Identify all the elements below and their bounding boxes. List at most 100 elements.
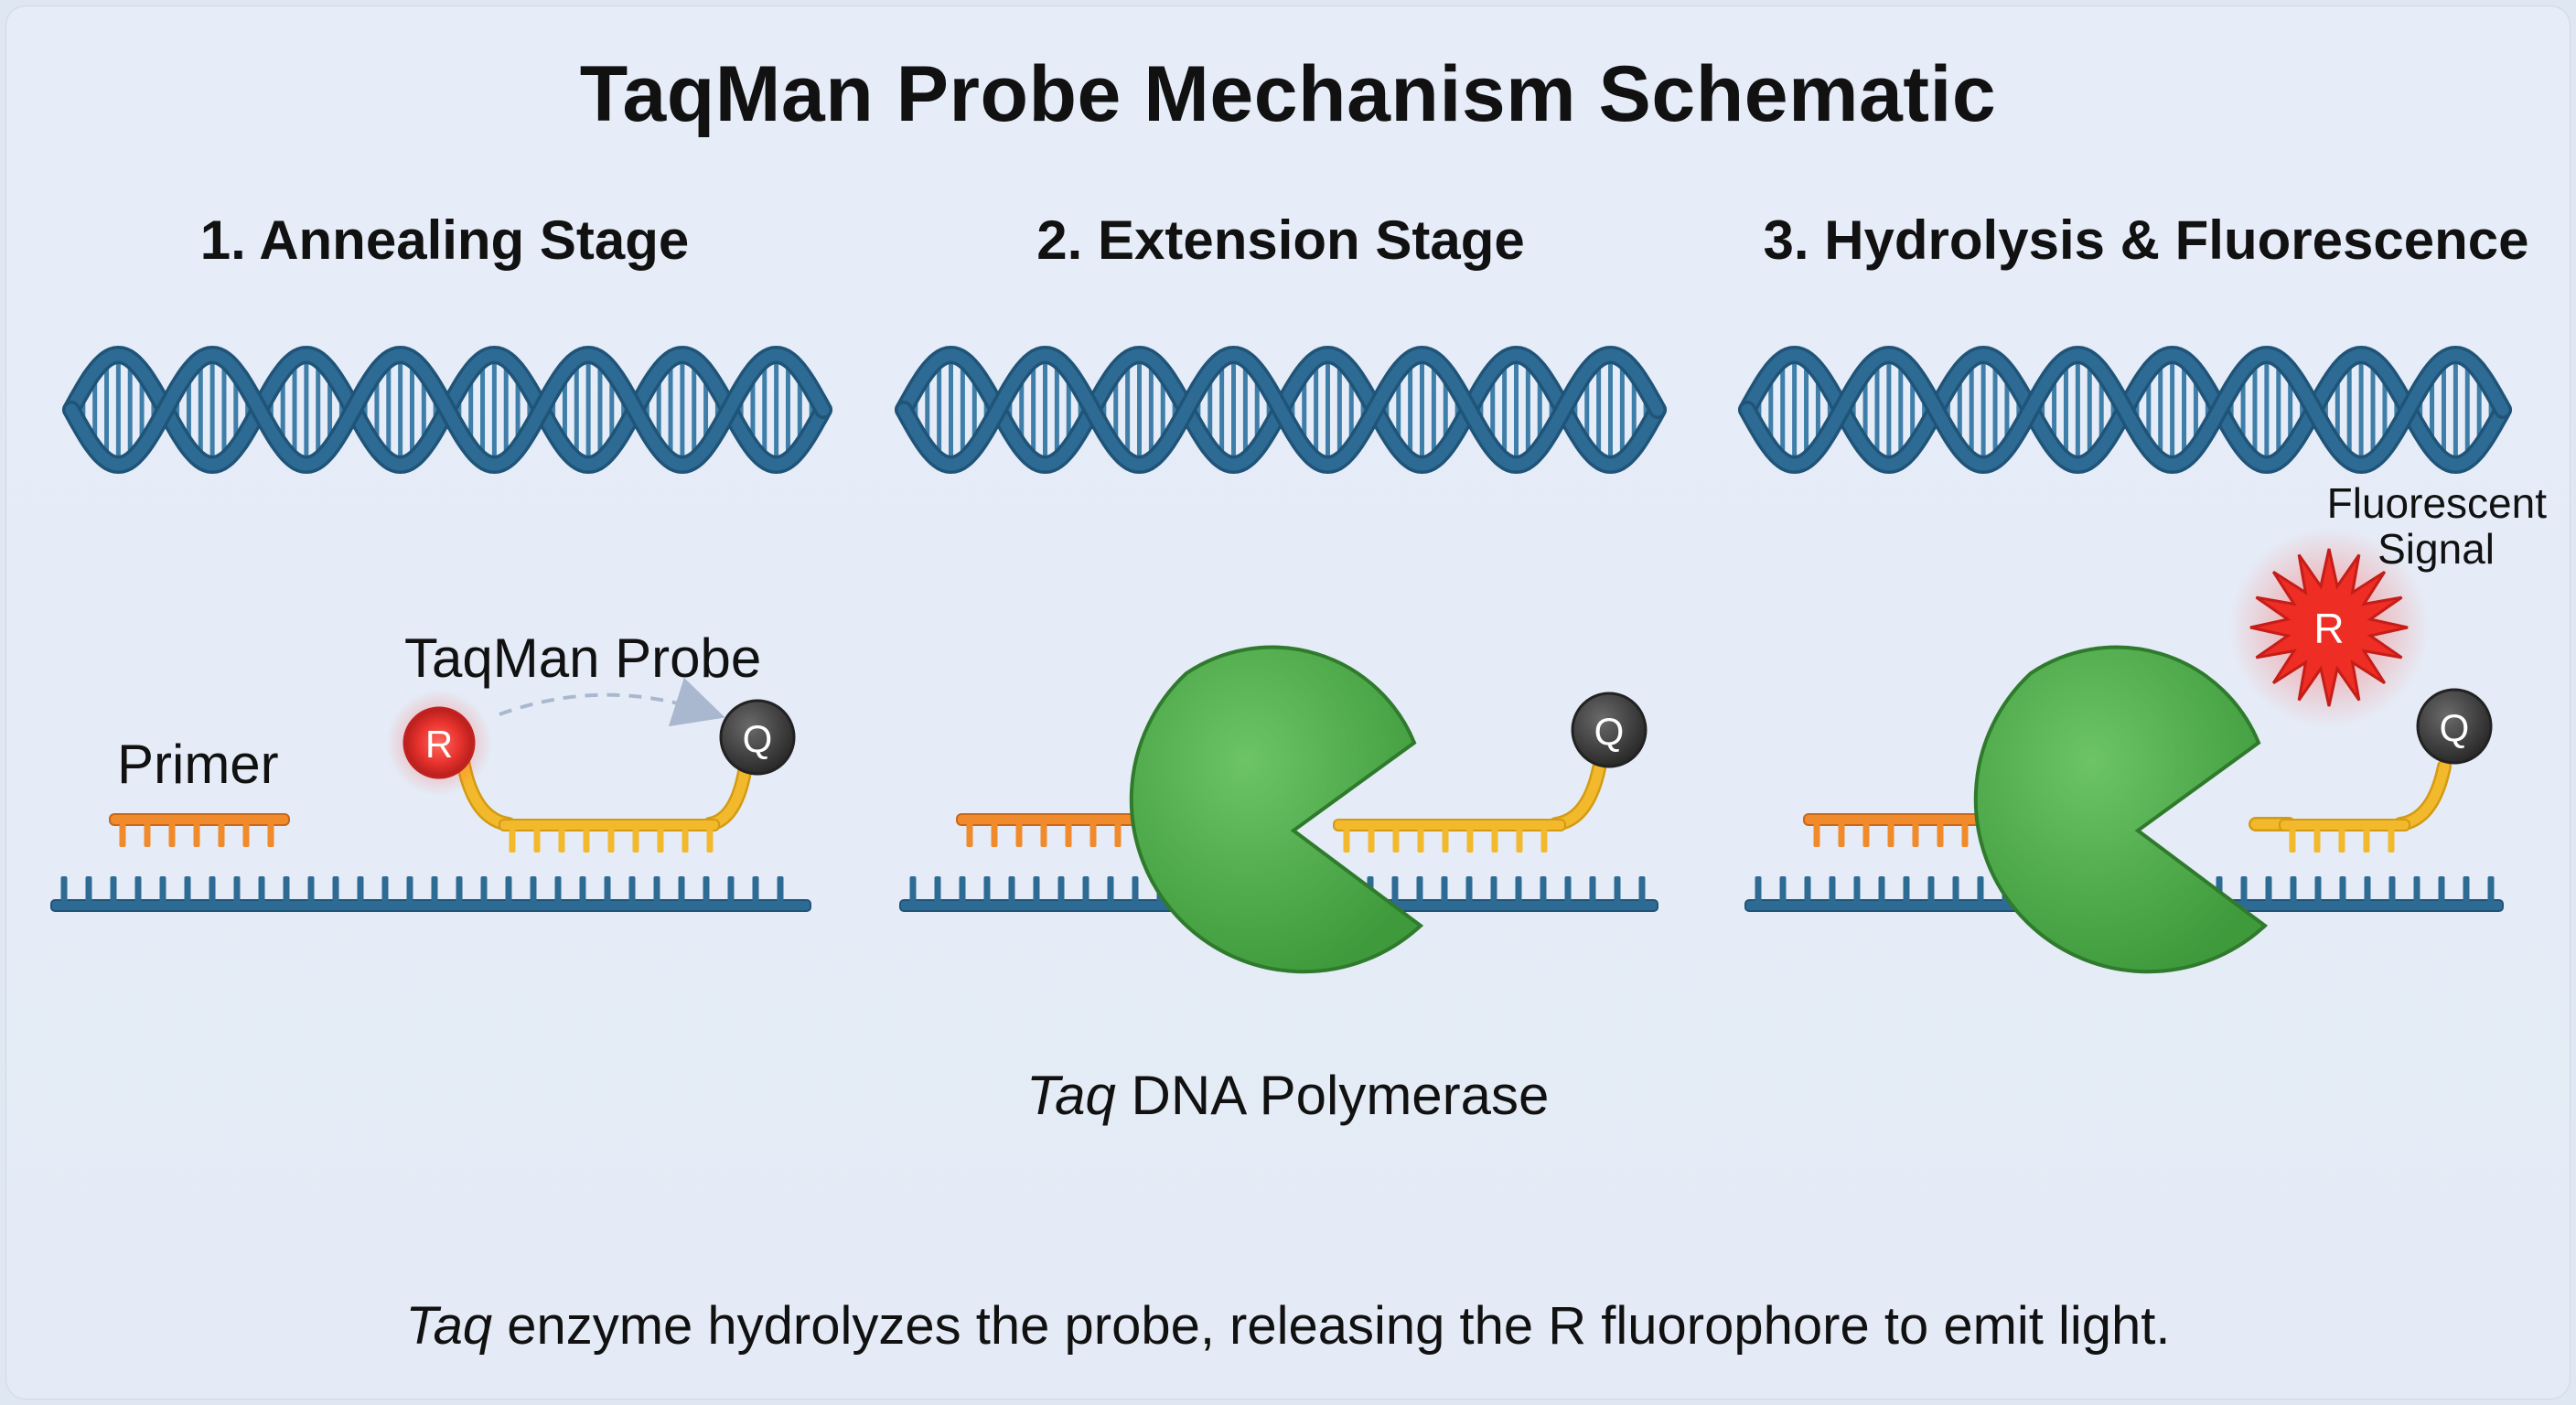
template-base [2487, 876, 2495, 902]
released-reporter-burst: R [2228, 527, 2430, 728]
template-base [357, 876, 364, 902]
stage-title-extension: 2. Extension Stage [1036, 209, 1525, 271]
page-title: TaqMan Probe Mechanism Schematic [579, 50, 1997, 138]
template-base [332, 876, 339, 902]
template-backbone [1357, 899, 1658, 912]
oligo-base [144, 823, 151, 847]
reporter-dye-annealing: R [386, 690, 492, 796]
template-base [1033, 876, 1040, 902]
template-base [579, 876, 586, 902]
oligo-base [1015, 823, 1023, 847]
oligo-base [2289, 829, 2296, 853]
oligo-base [1838, 823, 1845, 847]
oligo-base [632, 829, 639, 853]
primer-label: Primer [117, 734, 279, 795]
oligo-base [1540, 829, 1548, 853]
stage-title-hydrolysis: 3. Hydrolysis & Fluorescence [1763, 209, 2529, 271]
template-base [1589, 876, 1596, 902]
template-base [752, 876, 759, 902]
helix-backbone-b-fill [1741, 349, 2509, 471]
template-base [1779, 876, 1787, 902]
template-base [1829, 876, 1836, 902]
template-base [1132, 876, 1139, 902]
taqman-probe-label: TaqMan Probe [404, 627, 761, 689]
template-base [2339, 876, 2346, 902]
template-base [456, 876, 463, 902]
fluorescent-signal-label-line1: Fluorescent [2327, 479, 2548, 527]
template-base [1804, 876, 1811, 902]
template-base [653, 876, 660, 902]
template-base [777, 876, 784, 902]
quencher-extension: Q [1571, 692, 1648, 768]
oligo-base [1491, 829, 1498, 853]
template-strand-extension [899, 876, 1658, 912]
template-base [1977, 876, 1984, 902]
oligo-base [1368, 829, 1375, 853]
template-base [1441, 876, 1448, 902]
oligo-base [1343, 829, 1350, 853]
oligo-base [1417, 829, 1424, 853]
template-base [184, 876, 191, 902]
taqman-probe-extension [1333, 761, 1606, 853]
oligo-backbone [109, 813, 290, 826]
template-base [983, 876, 991, 902]
dna-helix-hydrolysis [1738, 345, 2512, 475]
oligo-base [657, 829, 664, 853]
svg-text:R: R [2313, 605, 2344, 652]
taq-polymerase-hydrolysis [1973, 645, 2269, 974]
oligo-base [509, 829, 516, 853]
oligo-base [2313, 829, 2321, 853]
helix-backbone-b-fill [65, 349, 830, 471]
oligo-base [1912, 823, 1919, 847]
stage-title-annealing: 1. Annealing Stage [199, 209, 690, 271]
template-base [283, 876, 290, 902]
oligo-base [966, 823, 973, 847]
oligo-base [267, 823, 274, 847]
oligo-base [168, 823, 176, 847]
taq-polymerase-extension [1129, 645, 1424, 974]
oligo-base [242, 823, 250, 847]
template-base [2240, 876, 2248, 902]
quencher-annealing: Q [719, 699, 796, 776]
oligo-base [2363, 829, 2370, 853]
template-base [1755, 876, 1762, 902]
oligo-base [583, 829, 590, 853]
template-base [1008, 876, 1015, 902]
template-base [1540, 876, 1547, 902]
template-base [1903, 876, 1910, 902]
energy-transfer-arrow [499, 677, 725, 727]
template-base [1638, 876, 1646, 902]
svg-text:Q: Q [2440, 706, 2470, 749]
template-base [307, 876, 315, 902]
diagram-frame: TaqMan Probe Mechanism Schematic 1. Anne… [5, 5, 2571, 1400]
oligo-base [218, 823, 225, 847]
template-base [85, 876, 92, 902]
fluorescent-signal-label-line2: Signal [2377, 525, 2495, 573]
oligo-base [682, 829, 689, 853]
template-base [909, 876, 917, 902]
template-base [1853, 876, 1861, 902]
template-base [233, 876, 241, 902]
template-base [2265, 876, 2272, 902]
oligo-base [1065, 823, 1072, 847]
template-base [1057, 876, 1065, 902]
bottom-caption: Taq enzyme hydrolyzes the probe, releasi… [405, 1296, 2171, 1356]
template-base [134, 876, 142, 902]
oligo-base [1442, 829, 1449, 853]
template-base [2388, 876, 2396, 902]
helix-backbone-b-fill [897, 349, 1664, 471]
template-base [1564, 876, 1572, 902]
template-base [1490, 876, 1497, 902]
template-base [1391, 876, 1399, 902]
svg-text:Q: Q [1594, 710, 1625, 753]
oligo-base [1040, 823, 1047, 847]
template-backbone [2206, 899, 2504, 912]
template-base [554, 876, 562, 902]
oligo-base [1961, 823, 1969, 847]
oligo-base [1813, 823, 1820, 847]
mechanism-diagram: R Q Primer TaqMan Probe Q Taq DNA Polyme… [50, 345, 2548, 1126]
template-base [381, 876, 389, 902]
template-base [1515, 876, 1522, 902]
template-base [480, 876, 488, 902]
template-base [406, 876, 413, 902]
